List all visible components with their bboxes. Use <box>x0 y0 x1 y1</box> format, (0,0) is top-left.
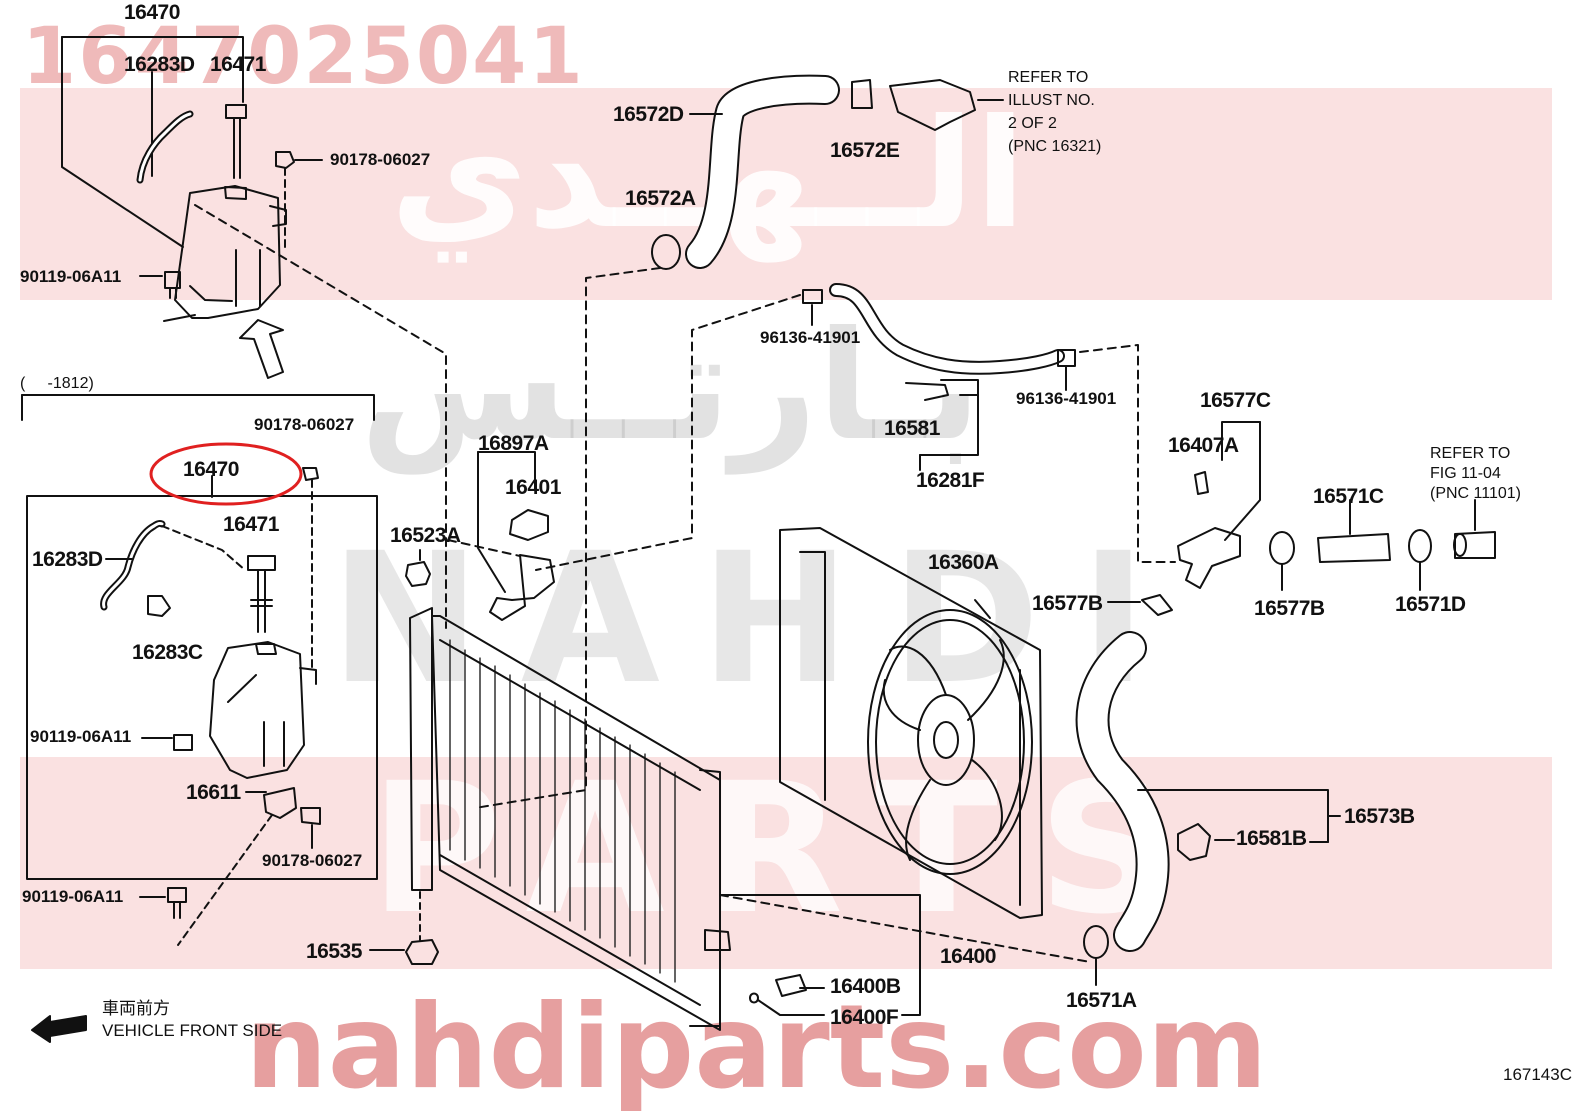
label-16400: 16400 <box>940 945 996 968</box>
refer-note-thermostat: REFER TO ILLUST NO. 2 OF 2 (PNC 16321) <box>1008 69 1102 155</box>
label-90119-bot: 90119-06A11 <box>22 887 124 906</box>
label-16283C: 16283C <box>132 641 203 664</box>
label-90178-box-top: 90178-06027 <box>254 415 355 434</box>
label-16571D: 16571D <box>1395 593 1466 616</box>
label-16407A: 16407A <box>1168 434 1239 457</box>
watermark-latin-mid-1: NAHDI <box>330 515 1187 724</box>
label-16535: 16535 <box>306 940 362 963</box>
label-16281F: 16281F <box>916 469 985 492</box>
label-16400F: 16400F <box>830 1006 899 1029</box>
vehicle-front-en: VEHICLE FRONT SIDE <box>102 1021 283 1040</box>
label-16283D-box: 16283D <box>32 548 103 571</box>
label-16471-box: 16471 <box>223 513 279 536</box>
vehicle-front-jp: 車両前方 <box>102 999 170 1018</box>
watermark-part-number: 1647025041 <box>22 12 585 102</box>
label-16577B-b: 16577B <box>1254 597 1325 620</box>
label-96136-41901-b: 96136-41901 <box>1016 389 1117 408</box>
label-90178-box-bot: 90178-06027 <box>262 851 363 870</box>
label-16571C: 16571C <box>1313 485 1384 508</box>
label-16571A: 16571A <box>1066 989 1137 1012</box>
label-90178-top: 90178-06027 <box>330 150 431 169</box>
label-16572E: 16572E <box>830 139 900 162</box>
refer-note-engine: REFER TO FIG 11-04 (PNC 11101) <box>1430 445 1521 502</box>
label-16470-top: 16470 <box>124 1 180 24</box>
label-96136-41901-a: 96136-41901 <box>760 328 861 347</box>
label-16897A: 16897A <box>478 432 549 455</box>
label-16471-top: 16471 <box>210 53 266 76</box>
label-16523A: 16523A <box>390 524 461 547</box>
label-16283D-top: 16283D <box>124 53 195 76</box>
label-16577B-a: 16577B <box>1032 592 1103 615</box>
label-16581: 16581 <box>884 417 940 440</box>
label-16573B: 16573B <box>1344 805 1415 828</box>
label-16572A: 16572A <box>625 187 696 210</box>
label-90119-mid: 90119-06A11 <box>30 727 132 746</box>
label-16401: 16401 <box>505 476 561 499</box>
watermark-latin-mid-2: PARTS <box>370 745 1208 954</box>
vehicle-front-label: 車両前方 VEHICLE FRONT SIDE <box>102 998 282 1042</box>
watermark-band-top <box>20 88 1552 300</box>
label-16572D: 16572D <box>613 103 684 126</box>
label-16400B: 16400B <box>830 975 901 998</box>
date-range-note: ( -1812) <box>20 375 94 392</box>
label-90119-top: 90119-06A11 <box>20 267 122 286</box>
label-16470-box: 16470 <box>183 458 239 481</box>
label-16611: 16611 <box>186 781 241 804</box>
label-16577C: 16577C <box>1200 389 1271 412</box>
label-16581B: 16581B <box>1236 827 1307 850</box>
figure-code: 167143C <box>1502 1065 1572 1084</box>
label-16360A: 16360A <box>928 551 999 574</box>
